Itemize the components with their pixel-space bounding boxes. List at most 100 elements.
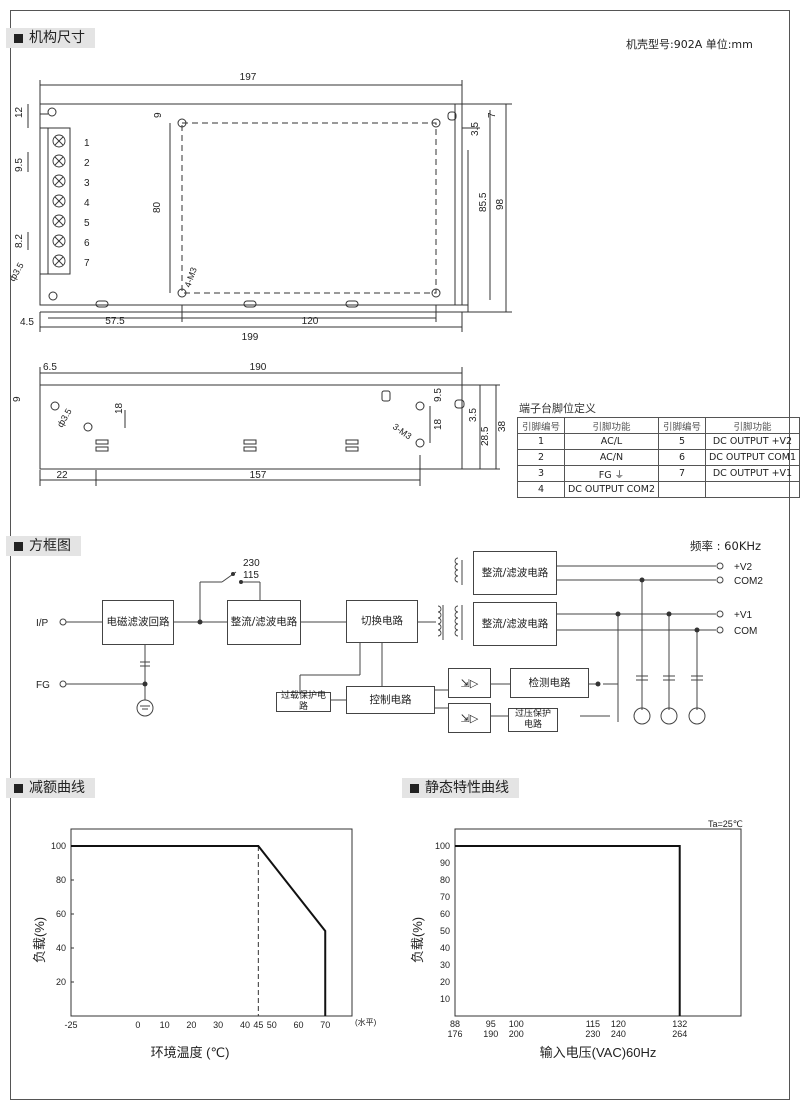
dim-8-2: 8.2	[14, 234, 25, 248]
emi-filter-block: 电磁滤波回路	[102, 600, 174, 645]
static-xtick-alt: 190	[483, 1029, 498, 1039]
ip-label: I/P	[36, 618, 49, 629]
section-header-static: 静态特性曲线	[402, 778, 519, 798]
derating-xtick: 60	[293, 1020, 303, 1030]
v1-label: +V1	[734, 610, 753, 621]
dim-22: 22	[56, 470, 68, 481]
pin-label: 3	[84, 178, 90, 189]
v115-label: 115	[243, 570, 259, 581]
dim-199: 199	[242, 332, 259, 343]
static-xtick: 100	[509, 1019, 524, 1029]
pin-label: 5	[84, 218, 90, 229]
table-row: 2 AC/N 6 DC OUTPUT COM1	[517, 449, 800, 466]
derating-xtick: -25	[64, 1020, 77, 1030]
static-ytick: 30	[440, 960, 450, 970]
pin-table-title: 端子台脚位定义	[519, 402, 596, 415]
pin-label: 2	[84, 158, 90, 169]
dim-197: 197	[240, 72, 257, 83]
com2-label: COM2	[734, 576, 763, 587]
static-ta: Ta=25℃	[708, 819, 743, 829]
dim-7: 7	[487, 112, 498, 118]
static-xtick-alt: 176	[447, 1029, 462, 1039]
switch-block: 切换电路	[346, 600, 418, 643]
detect-block: 检测电路	[510, 668, 589, 698]
static-curve	[455, 845, 681, 1016]
dim-9-5-side: 9.5	[433, 388, 444, 402]
dim-3-5: 3.5	[470, 122, 481, 136]
fg-label: FG	[36, 680, 50, 691]
derating-ytick: 100	[51, 841, 66, 851]
static-xtick: 120	[611, 1019, 626, 1029]
static-ytick: 20	[440, 977, 450, 987]
derating-xlabel: 环境温度 (℃)	[151, 1045, 230, 1060]
derating-ytick: 40	[56, 943, 66, 953]
derating-xunit: (水平)	[355, 1017, 377, 1027]
derating-xtick: 0	[135, 1020, 140, 1030]
dim-18b-side: 18	[433, 418, 444, 430]
derating-curve	[71, 845, 327, 1016]
table-row: 3 FG ⏚ 7 DC OUTPUT +V1	[517, 465, 800, 482]
dim-18-side: 18	[114, 402, 125, 414]
v2-label: +V2	[734, 562, 753, 573]
case-side-outline	[39, 384, 463, 470]
dim-57-5: 57.5	[105, 316, 125, 327]
dim-85-5: 85.5	[478, 192, 489, 212]
dim-9: 9	[153, 112, 164, 118]
derating-xtick: 50	[267, 1020, 277, 1030]
pin-label: 1	[84, 138, 90, 149]
derating-ytick: 60	[56, 909, 66, 919]
static-xtick-alt: 230	[585, 1029, 600, 1039]
cell	[704, 481, 800, 498]
dim-80: 80	[152, 201, 163, 213]
derating-xtick: 40	[240, 1020, 250, 1030]
optocoupler-1: ⇲▷	[448, 668, 491, 698]
section-header-block-diagram: 方框图	[6, 536, 81, 556]
dim-12: 12	[14, 106, 25, 118]
static-ytick: 80	[440, 875, 450, 885]
static-xtick: 95	[486, 1019, 496, 1029]
static-ytick: 100	[435, 841, 450, 851]
com-label: COM	[734, 626, 757, 637]
dim-38: 38	[497, 420, 508, 432]
static-ytick: 90	[440, 858, 450, 868]
cell: DC OUTPUT COM2	[563, 481, 660, 498]
static-ytick: 10	[440, 994, 450, 1004]
static-ytick: 50	[440, 926, 450, 936]
pin-label: 6	[84, 238, 90, 249]
overvoltage-protection-block: 过压保护电路	[508, 708, 558, 732]
derating-ytick: 80	[56, 875, 66, 885]
derating-xtick: 30	[213, 1020, 223, 1030]
pin-table: 引脚编号 引脚功能 引脚编号 引脚功能 1 AC/L 5 DC OUTPUT +…	[517, 417, 800, 498]
dim-190: 190	[250, 362, 267, 373]
v230-label: 230	[243, 558, 260, 569]
control-block: 控制电路	[346, 686, 435, 714]
derating-xtick: 20	[186, 1020, 196, 1030]
freq-note: 频率 : 60KHz	[690, 539, 762, 553]
static-xtick: 132	[672, 1019, 687, 1029]
table-row: 4 DC OUTPUT COM2	[517, 481, 800, 498]
static-ylabel: 负载(%)	[410, 917, 425, 963]
overload-protection-block: 过载保护电路	[276, 691, 331, 712]
optocoupler-2: ⇲▷	[448, 703, 491, 733]
static-plot-frame	[454, 828, 742, 1017]
static-ytick: 70	[440, 892, 450, 902]
static-xlabel: 输入电压(VAC)60Hz	[540, 1045, 657, 1060]
static-ytick: 40	[440, 943, 450, 953]
static-xtick: 88	[450, 1019, 460, 1029]
dim-9-side: 9	[12, 396, 23, 402]
dim-9-5: 9.5	[14, 158, 25, 172]
static-xtick-alt: 264	[672, 1029, 687, 1039]
case-note: 机壳型号:902A 单位:mm	[626, 38, 753, 51]
pin-label: 4	[84, 198, 90, 209]
dim-157: 157	[250, 470, 267, 481]
static-xtick: 115	[586, 1019, 600, 1029]
derating-xtick: 10	[160, 1020, 170, 1030]
dim-120: 120	[302, 316, 319, 327]
derating-ytick: 20	[56, 977, 66, 987]
rectifier-block: 整流/滤波电路	[227, 600, 301, 645]
output-rectifier-block-2: 整流/滤波电路	[473, 551, 557, 595]
dim-3-5-side: 3.5	[468, 408, 479, 422]
dim-98: 98	[495, 198, 506, 210]
